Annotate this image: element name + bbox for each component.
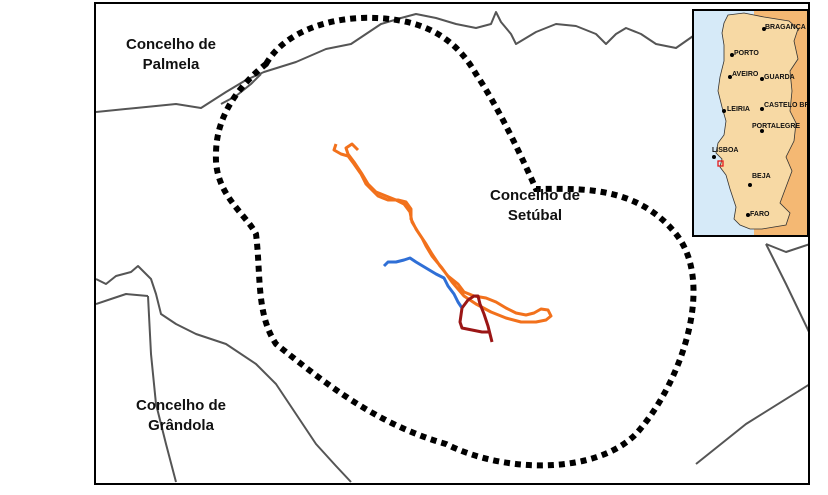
inset-study-area [717,160,724,167]
city-beja: BEJA [752,173,771,180]
label-setubal: Concelho de Setúbal [490,187,581,224]
city-porto: PORTO [734,50,759,57]
inset-map-portugal: BRAGANÇA PORTO AVEIRO GUARDA LEIRIA CAST… [692,9,809,237]
city-guarda: GUARDA [764,74,795,81]
east-boundary-1 [765,243,808,253]
buffer-zone [212,14,697,469]
east-boundary-3 [695,384,808,465]
city-portalegre: PORTALEGRE [752,123,801,130]
city-aveiro: AVEIRO [732,71,759,78]
city-castelo-branco: CASTELO BRANCO [764,102,809,109]
city-lisboa: LISBOA [712,147,739,154]
red-track [458,294,494,343]
east-boundary-2 [765,243,808,333]
orange-track [332,143,553,324]
city-faro: FARO [750,211,770,218]
inset-portugal [715,12,799,230]
city-leiria: LEIRIA [727,106,750,113]
palmela-boundary [96,11,775,113]
coastline-west [147,295,177,483]
map-frame: Concelho de Palmela Concelho de Setúbal … [94,2,810,485]
boundary-left-arm [96,293,149,305]
blue-track [382,256,464,309]
grandola-boundary [96,265,352,483]
orange-track-2 [344,142,397,202]
inset-portugal-shape [694,11,807,235]
city-braganca: BRAGANÇA [765,24,806,31]
label-grandola: Concelho de Grândola [136,397,227,434]
label-palmela: Concelho de Palmela [126,36,217,73]
main-map [96,11,808,483]
